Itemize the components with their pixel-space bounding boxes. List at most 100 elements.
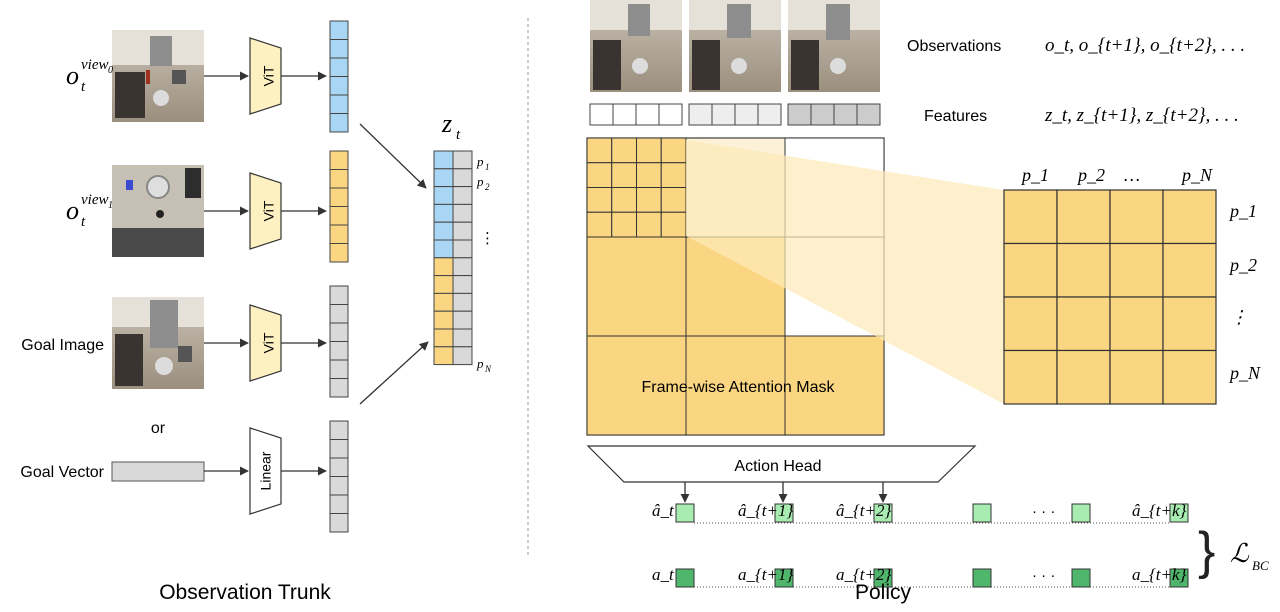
goal-vector-bar	[111, 461, 205, 482]
arrow-to-zt-bottom	[359, 341, 429, 405]
svg-text:N: N	[484, 364, 492, 374]
svg-text:o: o	[66, 61, 79, 90]
svg-text:ℒ: ℒ	[1230, 539, 1250, 568]
mask-sub-cell	[586, 187, 613, 213]
policy-title: Policy	[855, 581, 912, 604]
zoom-col-label: p_2	[1076, 165, 1105, 185]
pred-labels: â_t â_{t+1} â_{t+2} â_{t+k} · · ·	[652, 501, 1187, 520]
zoom-row-label: p_2	[1228, 255, 1257, 275]
zoom-row-label: p_1	[1228, 201, 1257, 221]
token-cell	[329, 113, 349, 133]
zt-cell-left	[433, 292, 454, 312]
svg-text:t: t	[81, 79, 86, 95]
zoom-cell	[1056, 296, 1111, 352]
goal-vector-label: Goal Vector	[20, 464, 104, 481]
gt-action-square	[1169, 568, 1189, 588]
zt-cell-right	[452, 239, 473, 259]
predicted-actions	[675, 503, 1189, 523]
loss-brace: }	[1198, 522, 1215, 580]
zt-cell-left	[433, 275, 454, 294]
zoom-cell	[1003, 242, 1058, 298]
token-cell	[329, 420, 349, 440]
mask-sub-cell	[586, 162, 613, 188]
gt-action-square	[774, 568, 794, 588]
svg-text:ViT: ViT	[261, 200, 277, 221]
feature-cell	[635, 103, 660, 126]
svg-text:o: o	[66, 196, 79, 225]
zoom-row-label: ⋮	[1230, 307, 1248, 327]
svg-text:z: z	[441, 109, 452, 138]
token-cell	[329, 169, 349, 189]
svg-text:a_{t+2}: a_{t+2}	[836, 565, 891, 584]
view1-label: o t view 1	[66, 192, 113, 230]
token-cell	[329, 94, 349, 114]
zt-cell-right	[452, 328, 473, 348]
pred-action-square	[972, 503, 992, 523]
zt-cell-left	[433, 203, 454, 223]
token-cell	[329, 57, 349, 77]
observations-label: Observations	[907, 38, 1001, 55]
zoom-cell	[1003, 296, 1058, 352]
token-cell	[329, 150, 349, 170]
mask-sub-cell	[611, 162, 637, 188]
zt-label: z t	[441, 109, 461, 143]
gt-action-square	[1071, 568, 1091, 588]
mask-sub-cell	[611, 187, 637, 213]
svg-text:p: p	[476, 356, 484, 371]
feature-cell	[711, 103, 736, 126]
svg-text:a_t: a_t	[652, 565, 675, 584]
gt-labels: a_t a_{t+1} a_{t+2} a_{t+k} · · ·	[652, 565, 1187, 584]
gt-action-square	[972, 568, 992, 588]
mask-sub-cell	[636, 187, 662, 213]
zoom-cell	[1162, 349, 1217, 405]
zt-cell-right	[452, 346, 473, 366]
zt-cell-right	[452, 186, 473, 205]
mask-sub-cell	[611, 137, 637, 164]
svg-text:· · ·: · · ·	[1032, 503, 1055, 520]
token-cell	[329, 359, 349, 379]
feature-cell	[658, 103, 683, 126]
zoom-cell	[1109, 296, 1164, 352]
svg-text:ViT: ViT	[261, 332, 277, 353]
zoom-cell	[1109, 349, 1164, 405]
mask-sub-cell	[660, 162, 687, 188]
svg-text:Action Head: Action Head	[734, 458, 821, 475]
token-cell	[329, 439, 349, 459]
zt-cell-left	[433, 239, 454, 259]
mask-sub-cell	[660, 187, 687, 213]
zoom-col-label: …	[1124, 165, 1140, 185]
token-cell	[329, 20, 349, 40]
token-column-goal-image	[329, 285, 349, 398]
obs-frame-t	[590, 0, 682, 92]
observations-math: o_t, o_{t+1}, o_{t+2}, . . .	[1045, 35, 1245, 56]
svg-text:1: 1	[108, 200, 113, 211]
token-cell	[329, 206, 349, 226]
mask-sub-cell	[636, 137, 662, 164]
svg-text:â_{t+1}: â_{t+1}	[738, 501, 793, 520]
vit-encoder-1: ViT	[249, 172, 282, 250]
token-column-view0	[329, 20, 349, 133]
token-cell	[329, 285, 349, 305]
zoom-cell	[1109, 242, 1164, 298]
pred-action-square	[1169, 503, 1189, 523]
mask-sub-cell	[586, 211, 613, 238]
goal-image	[112, 297, 204, 389]
zoom-cell	[1162, 296, 1217, 352]
token-cell	[329, 476, 349, 496]
zoom-col-label: p_1	[1020, 165, 1049, 185]
mask-sub-cell	[660, 137, 687, 164]
token-cell	[329, 243, 349, 263]
observation-trunk-title: Observation Trunk	[159, 581, 331, 604]
feature-cell	[856, 103, 881, 126]
goal-image-label: Goal Image	[21, 337, 104, 354]
zt-cell-right	[452, 150, 473, 170]
pred-action-square	[774, 503, 794, 523]
svg-text:p: p	[476, 154, 484, 169]
zt-cell-right	[452, 257, 473, 277]
zt-cell-left	[433, 346, 454, 366]
arrow-to-zt-top	[359, 123, 427, 189]
token-cell	[329, 457, 349, 477]
view0-image	[112, 30, 204, 122]
